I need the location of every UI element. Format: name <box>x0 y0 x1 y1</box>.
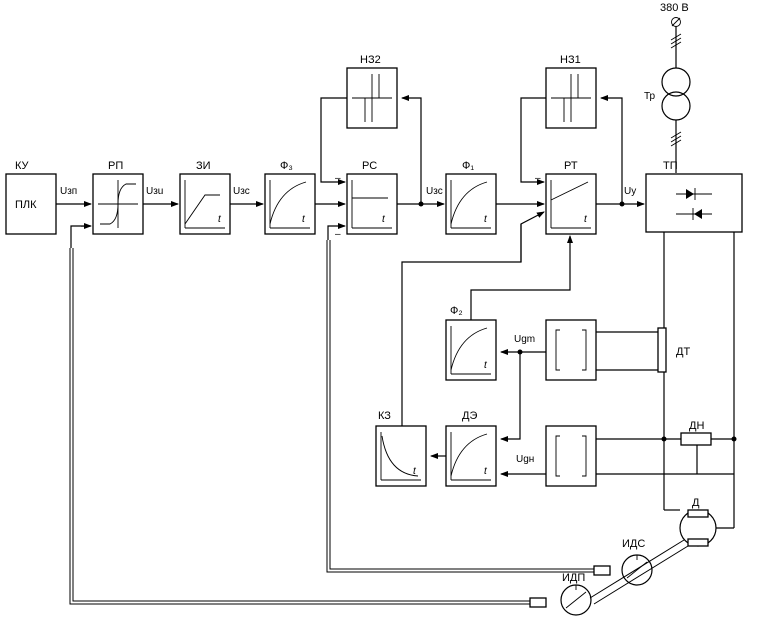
block-ku-title: КУ <box>15 160 30 172</box>
rt-axis-t: t <box>584 214 588 225</box>
signal-ugm: Ugm <box>514 334 535 345</box>
block-nz2: НЗ2 <box>346 54 398 129</box>
block-rs: РС t <box>346 160 398 235</box>
block-f3: Ф₃ t <box>264 160 316 235</box>
block-nz1: НЗ1 <box>545 54 597 129</box>
motor-label: Д <box>692 497 700 509</box>
block-rt-title: РТ <box>564 160 578 172</box>
rs-axis-t: t <box>382 214 386 225</box>
block-zi-title: ЗИ <box>196 160 211 172</box>
rs-minus-top: – <box>335 173 341 184</box>
power-supply: 380 В Тр <box>644 2 691 173</box>
transformer-tr: Тр <box>644 67 691 121</box>
rs-minus-bottom: – <box>335 229 341 240</box>
f3-axis-t: t <box>302 214 306 225</box>
block-rp-title: РП <box>108 160 123 172</box>
block-f2-title: Ф₂ <box>450 305 463 317</box>
zi-axis-t: t <box>218 214 222 225</box>
signal-uzs-zi: Uзс <box>233 186 250 197</box>
position-feedback-line <box>69 223 530 605</box>
sensor-ids: ИДС <box>621 538 653 586</box>
f2-axis-t: t <box>484 360 488 371</box>
block-f1-title: Ф₁ <box>462 160 474 172</box>
block-rs-title: РС <box>362 160 377 172</box>
sensor-amplifier-voltage <box>545 425 597 487</box>
block-nz1-title: НЗ1 <box>560 54 581 66</box>
kz-axis-t: t <box>413 466 417 477</box>
idp-connector <box>529 597 547 608</box>
signal-uzu: Uзu <box>146 186 163 197</box>
block-de: ДЭ t <box>445 410 497 487</box>
sensor-amplifier-current <box>545 319 597 381</box>
block-tp: ТП <box>645 160 743 233</box>
block-zi: ЗИ t <box>179 160 231 235</box>
motor-d: Д <box>679 497 717 547</box>
speed-feedback-line <box>326 223 594 573</box>
block-de-title: ДЭ <box>462 410 477 422</box>
f1-axis-t: t <box>484 214 488 225</box>
block-ku-inner: ПЛК <box>15 199 37 211</box>
block-f2: Ф₂ t <box>445 305 497 381</box>
signal-uzs-rs: Uзс <box>426 186 443 197</box>
block-dt: ДТ <box>657 327 690 373</box>
block-dt-title: ДТ <box>676 346 690 358</box>
rt-minus-top: – <box>535 173 541 184</box>
block-nz2-title: НЗ2 <box>360 54 381 66</box>
block-dn-title: ДН <box>689 420 704 432</box>
transformer-label: Тр <box>644 91 656 102</box>
block-f3-title: Ф₃ <box>280 160 293 172</box>
block-dn: ДН <box>680 420 712 446</box>
signal-uy: Uу <box>624 186 636 197</box>
block-ku: КУ ПЛК <box>5 160 57 235</box>
signal-ugn: Ugн <box>516 454 534 465</box>
ids-connector <box>593 565 611 576</box>
block-kz: КЗ t <box>375 410 427 487</box>
de-axis-t: t <box>484 466 488 477</box>
sensor-ids-label: ИДС <box>622 538 645 550</box>
sensor-idp: ИДП <box>560 572 592 616</box>
block-tp-title: ТП <box>663 160 678 172</box>
block-f1: Ф₁ t <box>445 160 497 235</box>
supply-voltage-label: 380 В <box>660 2 689 14</box>
block-kz-title: КЗ <box>378 410 391 422</box>
block-rt: РТ t <box>545 160 597 235</box>
block-rp: РП <box>92 160 144 235</box>
sensor-idp-label: ИДП <box>562 572 585 584</box>
signal-uzp: Uзп <box>60 186 77 197</box>
